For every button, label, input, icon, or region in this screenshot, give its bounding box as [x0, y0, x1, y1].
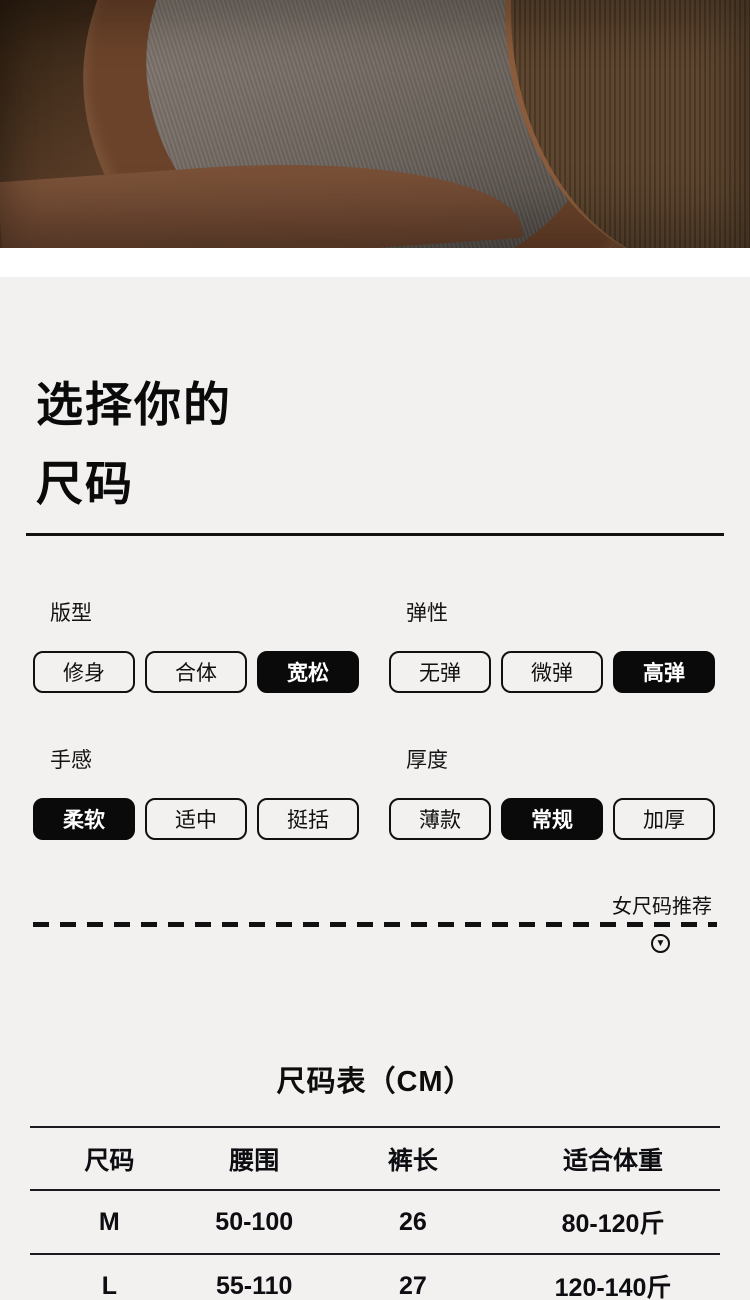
cell-pant-length: 26	[399, 1207, 427, 1236]
option-button[interactable]: 无弹	[389, 651, 491, 693]
option-button[interactable]: 适中	[145, 798, 247, 840]
cell-size: M	[98, 1207, 120, 1236]
table-row-divider	[30, 1189, 720, 1191]
chevron-down-glyph: ▼	[655, 937, 666, 949]
chevron-down-circle-icon[interactable]: ▼	[651, 934, 670, 953]
column-header-size: 尺码	[84, 1146, 135, 1175]
table-row-divider	[30, 1253, 720, 1255]
option-button[interactable]: 合体	[145, 651, 247, 693]
table-row-l: L 55-110 27 120-140斤	[30, 1255, 720, 1300]
option-button[interactable]: 挺括	[257, 798, 359, 840]
table-border-top	[30, 1126, 720, 1128]
dashed-divider	[33, 922, 717, 927]
size-selection-section: 选择你的 尺码 版型 修身 合体 宽松 弹性 无弹 微弹 高弹 手感 柔软 适中	[0, 277, 750, 1300]
option-button-selected[interactable]: 柔软	[33, 798, 135, 840]
selector-options-row: 柔软 适中 挺括	[33, 798, 359, 840]
option-button[interactable]: 薄款	[389, 798, 491, 840]
product-photo	[0, 0, 750, 248]
option-button[interactable]: 加厚	[613, 798, 715, 840]
selector-group-fit: 版型 修身 合体 宽松	[33, 600, 359, 693]
column-header-weight: 适合体重	[563, 1146, 664, 1175]
cell-waist: 50-100	[215, 1207, 294, 1236]
selector-options-row: 修身 合体 宽松	[33, 651, 359, 693]
column-header-pant-length: 裤长	[387, 1146, 438, 1175]
selector-label: 弹性	[406, 602, 448, 625]
option-button-selected[interactable]: 宽松	[257, 651, 359, 693]
option-button[interactable]: 修身	[33, 651, 135, 693]
section-gap	[0, 248, 750, 277]
column-header-waist: 腰围	[229, 1146, 280, 1175]
selector-group-thickness: 厚度 薄款 常规 加厚	[389, 747, 715, 840]
selector-label: 版型	[50, 602, 92, 625]
female-size-recommend-label: 女尺码推荐	[612, 896, 712, 918]
photo-vignette	[0, 0, 750, 248]
page-title-line2: 尺码	[36, 457, 134, 510]
size-table: 尺码 腰围 裤长 适合体重 M 50-100 26 80-120斤 L 55-1…	[30, 1126, 720, 1300]
table-header-row: 尺码 腰围 裤长 适合体重	[30, 1128, 720, 1189]
cell-pant-length: 27	[399, 1271, 427, 1300]
selector-options-row: 无弹 微弹 高弹	[389, 651, 715, 693]
attribute-selectors: 版型 修身 合体 宽松 弹性 无弹 微弹 高弹 手感 柔软 适中 挺括	[33, 600, 750, 840]
option-button[interactable]: 微弹	[501, 651, 603, 693]
selector-group-feel: 手感 柔软 适中 挺括	[33, 747, 359, 840]
title-divider	[26, 533, 724, 536]
selector-label: 手感	[50, 749, 92, 772]
cell-weight: 80-120斤	[561, 1210, 665, 1238]
option-button-selected[interactable]: 高弹	[613, 651, 715, 693]
selector-label: 厚度	[406, 749, 448, 772]
selector-options-row: 薄款 常规 加厚	[389, 798, 715, 840]
cell-size: L	[101, 1271, 117, 1300]
option-button-selected[interactable]: 常规	[501, 798, 603, 840]
cell-weight: 120-140斤	[554, 1274, 672, 1300]
table-row-m: M 50-100 26 80-120斤	[30, 1191, 720, 1253]
cell-waist: 55-110	[216, 1271, 293, 1300]
size-table-title: 尺码表（CM）	[276, 1066, 474, 1098]
photo-ribbed-panel	[505, 0, 750, 248]
page-title: 选择你的 尺码	[36, 277, 750, 523]
selector-group-elasticity: 弹性 无弹 微弹 高弹	[389, 600, 715, 693]
page-title-line1: 选择你的	[36, 378, 232, 431]
